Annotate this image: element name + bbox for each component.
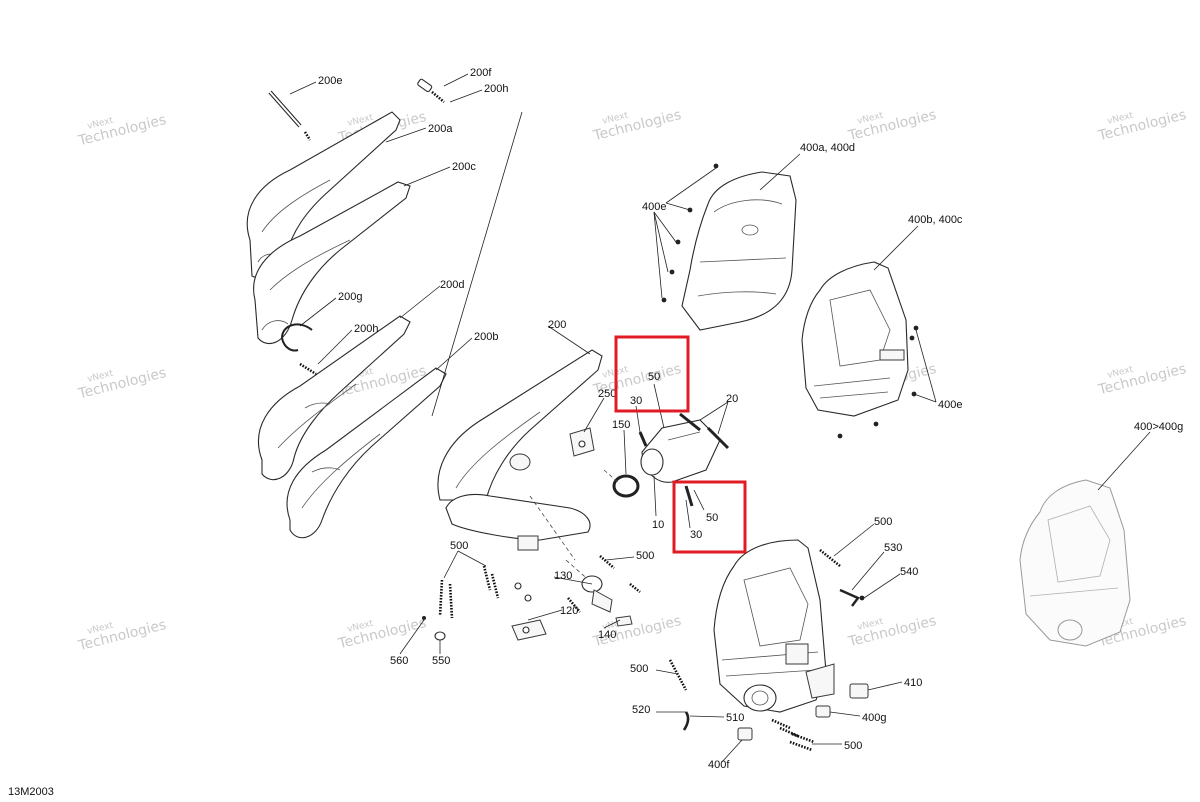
callout-200c: 200c	[452, 161, 476, 173]
callout-250: 250	[598, 388, 616, 400]
nuts-400e-top	[661, 163, 719, 303]
callout-30-top: 30	[630, 395, 642, 407]
callout-500-left: 500	[450, 540, 468, 552]
clamp-ring-200g	[281, 323, 313, 352]
callout-500-bottom: 500	[630, 663, 648, 675]
bracket-530	[839, 588, 860, 607]
callout-400a-400d: 400a, 400d	[800, 142, 855, 154]
svg-text:Technologies: Technologies	[846, 613, 938, 651]
callout-200a: 200a	[428, 123, 453, 135]
clip-520	[682, 711, 690, 731]
callout-400b-400c: 400b, 400c	[908, 214, 963, 226]
expansion-chamber-200d	[257, 315, 411, 481]
callout-50-bot: 50	[706, 512, 718, 524]
spring-200h-mid	[299, 362, 317, 376]
muffler-main	[713, 539, 835, 713]
svg-text:Technologies: Technologies	[76, 365, 168, 403]
callout-200: 200	[548, 319, 566, 331]
heat-shield-200b	[286, 367, 447, 539]
callout-50-top: 50	[648, 371, 660, 383]
svg-text:Technologies: Technologies	[1096, 107, 1188, 145]
callout-130: 130	[554, 570, 572, 582]
highlight-box-bottom	[672, 480, 747, 554]
screws-left	[422, 582, 532, 641]
exhaust-pipe-200	[437, 349, 603, 551]
fastener-200f	[417, 78, 445, 103]
callout-200e: 200e	[318, 75, 342, 87]
grommet-400g	[815, 705, 831, 718]
grommet-400f	[737, 727, 753, 741]
springs-500	[438, 548, 841, 752]
callout-400e-right: 400e	[938, 399, 962, 411]
svg-text:Technologies: Technologies	[76, 617, 168, 655]
manifold-10	[640, 419, 721, 483]
bracket-250	[569, 427, 595, 457]
stud-20	[638, 412, 730, 507]
callout-200b: 200b	[474, 331, 498, 343]
callout-200h-top: 200h	[484, 83, 508, 95]
highlight-box-top	[614, 335, 690, 413]
svg-text:Technologies: Technologies	[1096, 361, 1188, 399]
rod-200e	[268, 90, 312, 141]
callout-labels: 200e 200f 200h 200a 200c 200g 200d 200h …	[318, 67, 1183, 771]
leader-lines	[289, 73, 1151, 763]
callout-150: 150	[612, 419, 630, 431]
callout-540: 540	[900, 566, 918, 578]
callout-200h-mid: 200h	[354, 323, 378, 335]
tie-line-200	[431, 111, 523, 417]
callout-510: 510	[726, 712, 744, 724]
seal-ring-150	[612, 474, 640, 498]
callout-30-bot: 30	[690, 529, 702, 541]
callout-410: 410	[904, 677, 922, 689]
clamp-130	[581, 575, 613, 613]
bracket-120	[511, 619, 547, 641]
heat-shield-400a	[681, 171, 797, 331]
callout-20: 20	[726, 393, 738, 405]
callout-530: 530	[884, 542, 902, 554]
callout-140: 140	[598, 629, 616, 641]
callout-400f: 400f	[708, 759, 730, 771]
svg-text:Technologies: Technologies	[76, 112, 168, 150]
svg-text:Technologies: Technologies	[846, 107, 938, 145]
plate-140	[615, 615, 633, 627]
callout-520: 520	[632, 704, 650, 716]
callout-200f: 200f	[470, 67, 492, 79]
callout-500-right: 500	[874, 516, 892, 528]
callout-400g: 400g	[862, 712, 886, 724]
heat-shield-400b	[801, 261, 909, 417]
grommet-410	[849, 683, 869, 699]
nuts-400e-right	[837, 325, 919, 439]
callout-400-to-400g: 400>400g	[1134, 421, 1183, 433]
callout-500-bottom-right: 500	[844, 740, 862, 752]
callout-200d: 200d	[440, 279, 464, 291]
muffler-400	[1019, 479, 1131, 647]
drawing-code: 13M2003	[8, 786, 54, 798]
callout-560: 560	[390, 655, 408, 667]
expansion-chamber-200c	[253, 181, 411, 344]
svg-text:Technologies: Technologies	[591, 107, 683, 145]
callout-550: 550	[432, 655, 450, 667]
callout-120: 120	[560, 605, 578, 617]
nut-540	[859, 595, 865, 601]
callout-500-mid: 500	[636, 550, 654, 562]
callout-200g: 200g	[338, 291, 362, 303]
callout-400e-top: 400e	[642, 201, 666, 213]
callout-10: 10	[652, 519, 664, 531]
